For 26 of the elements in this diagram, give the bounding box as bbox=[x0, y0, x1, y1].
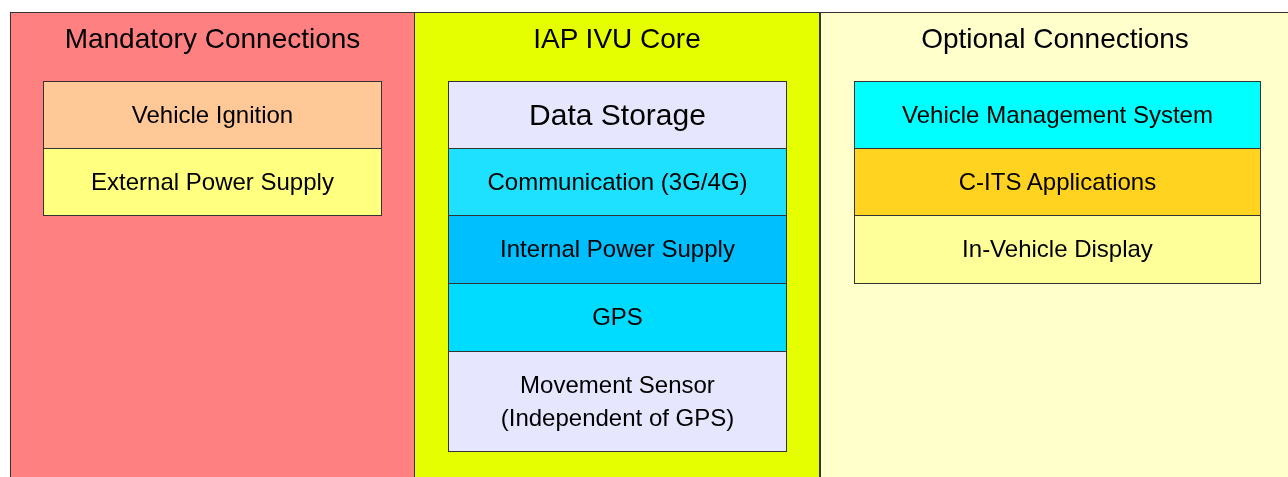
component-label: Vehicle Management System bbox=[902, 99, 1213, 130]
component-box bbox=[43, 81, 382, 149]
group-panel bbox=[414, 12, 820, 477]
component-box bbox=[854, 148, 1261, 216]
component-label: C-ITS Applications bbox=[958, 166, 1157, 197]
component-label: In-Vehicle Display bbox=[962, 234, 1153, 265]
component-label: Data Storage bbox=[529, 96, 706, 133]
component-box bbox=[854, 215, 1261, 284]
component-label: Internal Power Supply bbox=[500, 234, 735, 265]
component-box bbox=[43, 148, 382, 216]
group-panel bbox=[10, 12, 415, 477]
component-label: External Power Supply bbox=[91, 166, 334, 197]
component-box bbox=[448, 148, 787, 216]
panel-title: IAP IVU Core bbox=[532, 23, 702, 55]
panel-title: Optional Connections bbox=[920, 23, 1190, 55]
component-label: Communication (3G/4G) bbox=[487, 166, 748, 197]
component-label: Movement Sensor (Independent of GPS) bbox=[499, 370, 736, 433]
component-box bbox=[854, 81, 1261, 149]
panel-title: Mandatory Connections bbox=[63, 23, 362, 55]
component-box bbox=[448, 215, 787, 284]
component-label: Vehicle Ignition bbox=[131, 99, 294, 130]
group-panel bbox=[820, 12, 1288, 477]
component-box bbox=[448, 351, 787, 452]
component-label: GPS bbox=[592, 302, 643, 333]
component-box bbox=[448, 283, 787, 352]
component-box bbox=[448, 81, 787, 149]
